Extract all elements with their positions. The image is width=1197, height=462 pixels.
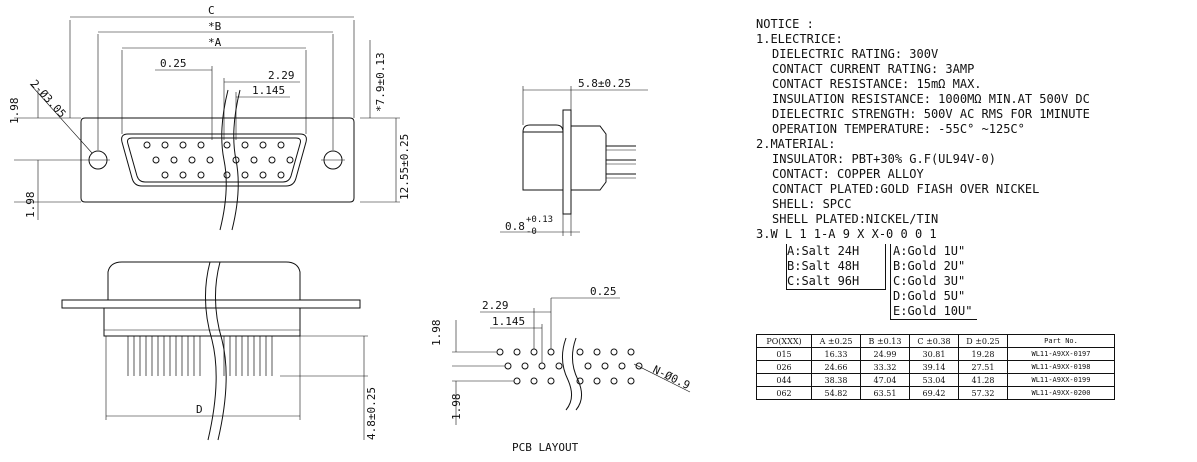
table-cell: 39.14 [909, 360, 959, 374]
notice-line: CONTACT: COPPER ALLOY [772, 167, 924, 181]
bottom-view [61, 261, 368, 441]
notice-line: 1.ELECTRICE: [756, 32, 843, 46]
gold-option: C:Gold 3U" [893, 274, 966, 288]
notice-block: NOTICE : 1.ELECTRICE: DIELECTRIC RATING:… [756, 17, 1186, 242]
salt-option: A:Salt 24H [787, 244, 860, 258]
notice-line: 3.W L 1 1-A 9 X X-0 0 0 1 [756, 227, 937, 241]
notice-line: NOTICE : [756, 17, 814, 31]
table-row: 044 38.38 47.04 53.04 41.28 WL11-A9XX-01… [756, 373, 1115, 387]
dim-front-left-bottom: 1.98 [24, 192, 37, 219]
table-row: 062 54.82 63.51 69.42 57.32 WL11-A9XX-02… [756, 386, 1115, 400]
table-cell: 27.51 [958, 360, 1008, 374]
notice-line: DIELECTRIC STRENGTH: 500V AC RMS FOR 1MI… [772, 107, 1090, 121]
table-cell: WL11-A9XX-0197 [1007, 347, 1115, 361]
table-header: B ±0.13 [860, 334, 910, 348]
salt-option: C:Salt 96H [787, 274, 860, 288]
table-cell: 044 [756, 373, 812, 387]
table-header: C ±0.38 [909, 334, 959, 348]
notice-line: DIELECTRIC RATING: 300V [772, 47, 939, 61]
dimension-table: PO(XXX) A ±0.25 B ±0.13 C ±0.38 D ±0.25 … [756, 334, 1115, 400]
dim-bottom-pin: 4.8±0.25 [365, 387, 378, 440]
dim-pcb-pitch: 0.25 [590, 285, 617, 298]
dim-front-hole: 2-Ø3.05 [28, 77, 69, 120]
table-cell: WL11-A9XX-0198 [1007, 360, 1115, 374]
pcb-layout [452, 297, 691, 425]
table-cell: 63.51 [860, 386, 910, 400]
dim-front-height: *7.9±0.13 [374, 52, 387, 112]
table-cell: WL11-A9XX-0199 [1007, 373, 1115, 387]
part-code-legend: A:Salt 24H B:Salt 48H C:Salt 96H A:Gold … [786, 244, 1026, 322]
notice-line: OPERATION TEMPERATURE: -55C° ~125C° [772, 122, 1025, 136]
dim-front-half-pitch: 1.145 [252, 84, 285, 97]
notice-line: SHELL: SPCC [772, 197, 852, 211]
table-header: PO(XXX) [756, 334, 812, 348]
table-cell: 015 [756, 347, 812, 361]
salt-options: A:Salt 24H B:Salt 48H C:Salt 96H [786, 244, 886, 290]
dim-pcb-bottom: 1.98 [450, 394, 463, 421]
notice-line: SHELL PLATED:NICKEL/TIN [772, 212, 939, 226]
salt-option: B:Salt 48H [787, 259, 860, 273]
gold-option: E:Gold 10U" [893, 304, 973, 318]
gold-option: B:Gold 2U" [893, 259, 966, 273]
dim-front-row-offset: 2.29 [268, 69, 295, 82]
notice-line: INSULATOR: PBT+30% G.F(UL94V-0) [772, 152, 996, 166]
table-cell: 19.28 [958, 347, 1008, 361]
dim-side-flange: 0.8 [505, 220, 525, 233]
front-view [14, 16, 400, 231]
dim-front-face: 12.55±0.25 [398, 134, 411, 200]
table-cell: 69.42 [909, 386, 959, 400]
mechanical-drawing: C *B *A 0.25 2.29 1.145 2-Ø3.05 *7.9±0.1… [8, 4, 692, 454]
dim-side-flange-sup: +0.13 [526, 215, 553, 225]
table-cell: 38.38 [811, 373, 861, 387]
dim-pcb-hole: N-Ø0.9 [651, 363, 692, 392]
dim-pcb-half-pitch: 1.145 [492, 315, 525, 328]
table-cell: 026 [756, 360, 812, 374]
table-cell: 16.33 [811, 347, 861, 361]
table-cell: 41.28 [958, 373, 1008, 387]
side-view [500, 86, 648, 236]
dim-side-depth: 5.8±0.25 [578, 77, 631, 90]
dim-pcb-top: 1.98 [430, 320, 443, 347]
table-header-row: PO(XXX) A ±0.25 B ±0.13 C ±0.38 D ±0.25 … [756, 334, 1115, 348]
gold-options: A:Gold 1U" B:Gold 2U" C:Gold 3U" D:Gold … [890, 244, 977, 320]
dim-c: C [208, 4, 215, 17]
table-header: A ±0.25 [811, 334, 861, 348]
table-header: D ±0.25 [958, 334, 1008, 348]
dim-b: *B [208, 20, 222, 33]
dim-front-left-top: 1.98 [8, 98, 21, 125]
table-cell: 24.99 [860, 347, 910, 361]
table-cell: WL11-A9XX-0200 [1007, 386, 1115, 400]
notice-line: INSULATION RESISTANCE: 1000MΩ MIN.AT 500… [772, 92, 1090, 106]
notice-line: CONTACT RESISTANCE: 15mΩ MAX. [772, 77, 982, 91]
table-row: 015 16.33 24.99 30.81 19.28 WL11-A9XX-01… [756, 347, 1115, 361]
pcb-layout-caption: PCB LAYOUT [512, 441, 579, 454]
table-cell: 54.82 [811, 386, 861, 400]
dim-a: *A [208, 36, 222, 49]
table-cell: 53.04 [909, 373, 959, 387]
dim-pcb-row-offset: 2.29 [482, 299, 509, 312]
dim-side-flange-sub: -0 [526, 227, 537, 237]
table-cell: 57.32 [958, 386, 1008, 400]
notice-line: 2.MATERIAL: [756, 137, 836, 151]
table-header: Part No. [1007, 334, 1115, 348]
table-cell: 30.81 [909, 347, 959, 361]
table-cell: 24.66 [811, 360, 861, 374]
gold-option: A:Gold 1U" [893, 244, 966, 258]
table-cell: 33.32 [860, 360, 910, 374]
table-row: 026 24.66 33.32 39.14 27.51 WL11-A9XX-01… [756, 360, 1115, 374]
notice-line: CONTACT CURRENT RATING: 3AMP [772, 62, 975, 76]
gold-option: D:Gold 5U" [893, 289, 966, 303]
table-cell: 062 [756, 386, 812, 400]
dim-bottom-d: D [196, 403, 203, 416]
notice-line: CONTACT PLATED:GOLD FIASH OVER NICKEL [772, 182, 1040, 196]
table-cell: 47.04 [860, 373, 910, 387]
dim-front-pitch: 0.25 [160, 57, 187, 70]
